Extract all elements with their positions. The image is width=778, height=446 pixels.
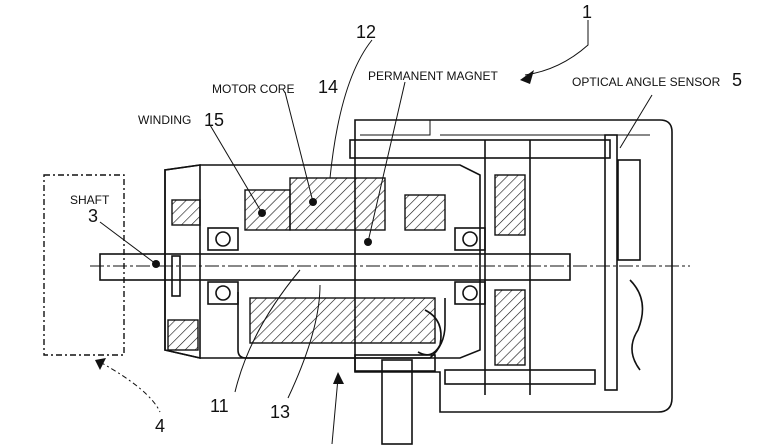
leader-12 [329,39,373,179]
housing-outline [354,119,673,413]
encoder-hub-hatch [494,289,526,366]
leader-5 [619,94,653,149]
bearing-ball [462,285,478,301]
leader-4 [99,361,161,413]
ref-15: 15 [204,110,224,130]
rear-bolt-upper [349,139,611,159]
arrow-head-connector [333,372,344,384]
load-box-outline [43,174,125,356]
bearing-front-lower [207,281,239,305]
housing-inner-top [360,120,650,136]
sensor-wiring [629,279,644,371]
ref-12: 12 [356,22,376,42]
front-cap-hatch [171,199,201,226]
arrow-head-1 [520,70,534,84]
rear-bolt-lower [444,369,596,385]
shaft-label: SHAFT [70,193,110,207]
arrow-head-4 [95,358,106,370]
sensor-board [604,134,618,391]
bearing-ball [215,231,231,247]
cable-loop [417,309,442,356]
leader-15 [209,124,263,214]
sensor-element [617,159,641,261]
front-flange [164,164,201,360]
bearing-ball [462,231,478,247]
core-right-upper [404,194,446,231]
ref-4: 4 [155,416,165,436]
ref-5: 5 [732,70,742,90]
connector-base [354,354,436,372]
ref-14: 14 [318,77,338,97]
shaft-body [99,253,571,281]
rotor-lower [249,297,436,344]
shaft-key [171,255,181,297]
motor-core-label: MOTOR CORE [212,82,294,96]
leader-1 [524,20,589,76]
ref-1: 1 [582,2,592,22]
ref-3: 3 [88,206,98,226]
encoder-disk-hatch [494,174,526,236]
front-flange-hatch [167,319,199,351]
leader-3 [99,221,157,265]
leader-connector [331,377,339,445]
optical-angle-sensor-label: OPTICAL ANGLE SENSOR [572,75,721,89]
winding-label: WINDING [138,113,191,127]
ref-11: 11 [210,396,229,416]
connector-stem [381,359,413,445]
leader-14 [284,91,314,203]
rotor-cup [237,292,446,359]
permanent-magnet-label: PERMANENT MAGNET [368,69,498,83]
bearing-ball [215,285,231,301]
ref-13: 13 [270,402,290,422]
leader-13 [287,284,321,399]
leader-11 [234,269,301,393]
bearing-front-upper [207,227,239,251]
motor-core-upper [289,177,386,231]
leader-permanent-magnet [367,81,406,243]
